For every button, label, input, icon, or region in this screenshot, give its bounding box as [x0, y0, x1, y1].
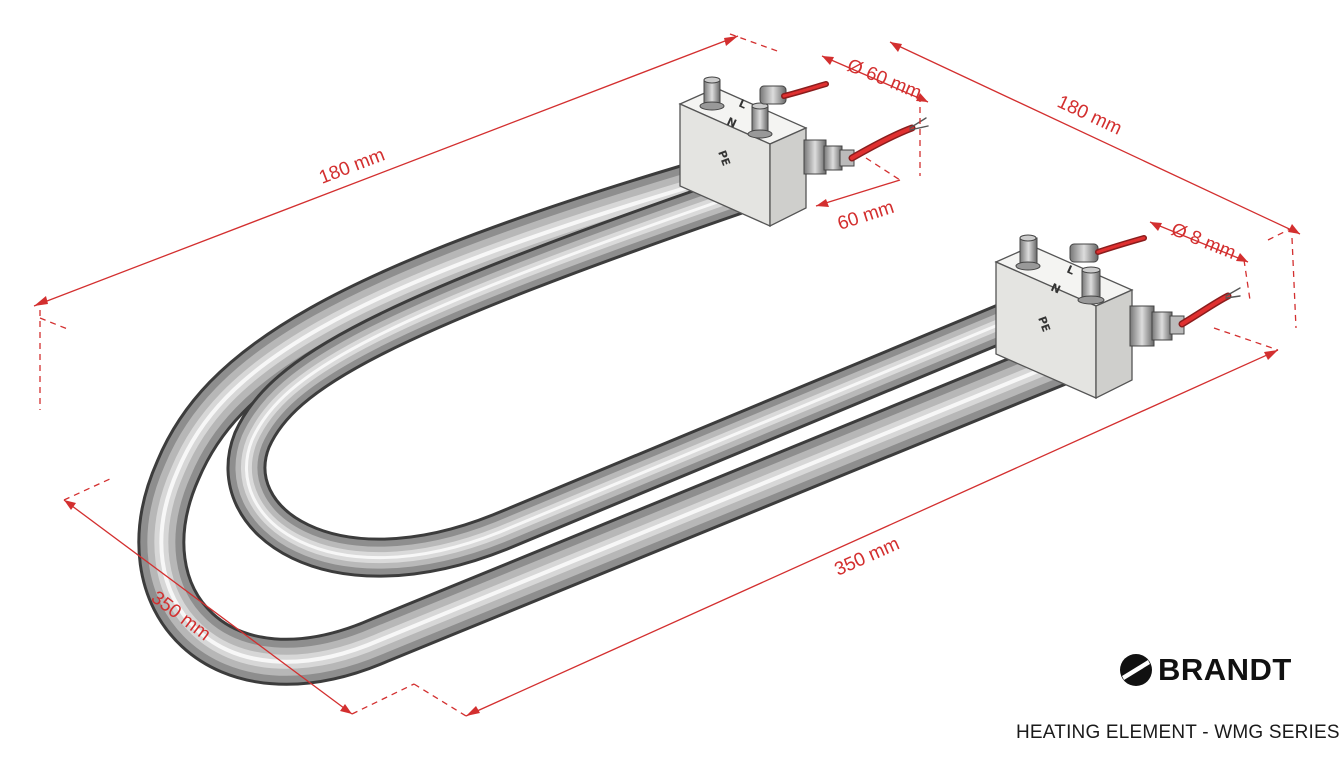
terminal-mark-live: L	[737, 97, 749, 112]
dimension-label-terminal-depth: 60 mm	[835, 197, 897, 235]
dimension-label-tube-diameter: Ø 8 mm	[1168, 219, 1239, 264]
dimension-lines	[33, 33, 1301, 717]
terminal-post	[1015, 234, 1041, 271]
cable-gland	[803, 139, 855, 175]
extension-line	[351, 683, 415, 715]
dimension-label-terminal-diameter: Ø 60 mm	[844, 55, 924, 104]
terminal-post	[1069, 243, 1099, 263]
terminal-post	[699, 76, 725, 111]
u-tube-outer	[137, 148, 1070, 686]
dimension-label-right-length: 180 mm	[1054, 91, 1125, 139]
dimension-line-terminal-diameter	[821, 55, 929, 103]
lead-wires	[1178, 287, 1241, 328]
terminal-post	[747, 102, 773, 139]
brand-logo: BRANDT	[1118, 652, 1292, 688]
terminal-mark-earth: PE	[715, 149, 733, 168]
u-tube-inner	[226, 169, 1018, 578]
dimension-line-right-length	[889, 41, 1301, 235]
brand-mark-icon	[1120, 654, 1152, 686]
dimension-label-left-length: 180 mm	[316, 144, 388, 188]
extension-line	[63, 477, 113, 501]
brand-name: BRANDT	[1158, 652, 1292, 687]
terminal-block-side-face	[1095, 288, 1133, 400]
dimension-line-terminal-depth	[815, 179, 901, 207]
dimension-line-tube-diameter	[1149, 221, 1249, 263]
cable-gland	[1129, 305, 1185, 347]
extension-line	[1213, 327, 1279, 351]
dimension-arrowheads	[34, 36, 1300, 716]
dimension-line-side-width	[63, 499, 353, 715]
extension-line	[1267, 227, 1293, 241]
extension-line	[413, 683, 467, 717]
lead-wires	[848, 117, 929, 162]
terminal-mark-live: L	[1065, 263, 1077, 278]
extension-line	[729, 33, 781, 53]
terminal-block-top: L N PE	[678, 76, 929, 228]
extension-line	[1291, 237, 1297, 329]
lead-wires	[781, 81, 829, 99]
product-subtitle: HEATING ELEMENT - WMG SERIES	[1016, 722, 1340, 743]
dimension-line-bottom-length	[465, 349, 1279, 717]
terminal-block-side-face	[769, 126, 807, 228]
terminal-block-right: L N PE	[994, 234, 1241, 400]
dimension-label-bottom-length: 350 mm	[831, 533, 902, 580]
dimension-line-left-length	[33, 35, 739, 307]
extension-line	[865, 157, 901, 181]
lead-wires	[1095, 235, 1147, 255]
terminal-post	[1077, 266, 1105, 305]
extension-line	[1243, 259, 1251, 301]
terminal-mark-earth: PE	[1035, 315, 1053, 334]
extension-line	[39, 317, 71, 331]
